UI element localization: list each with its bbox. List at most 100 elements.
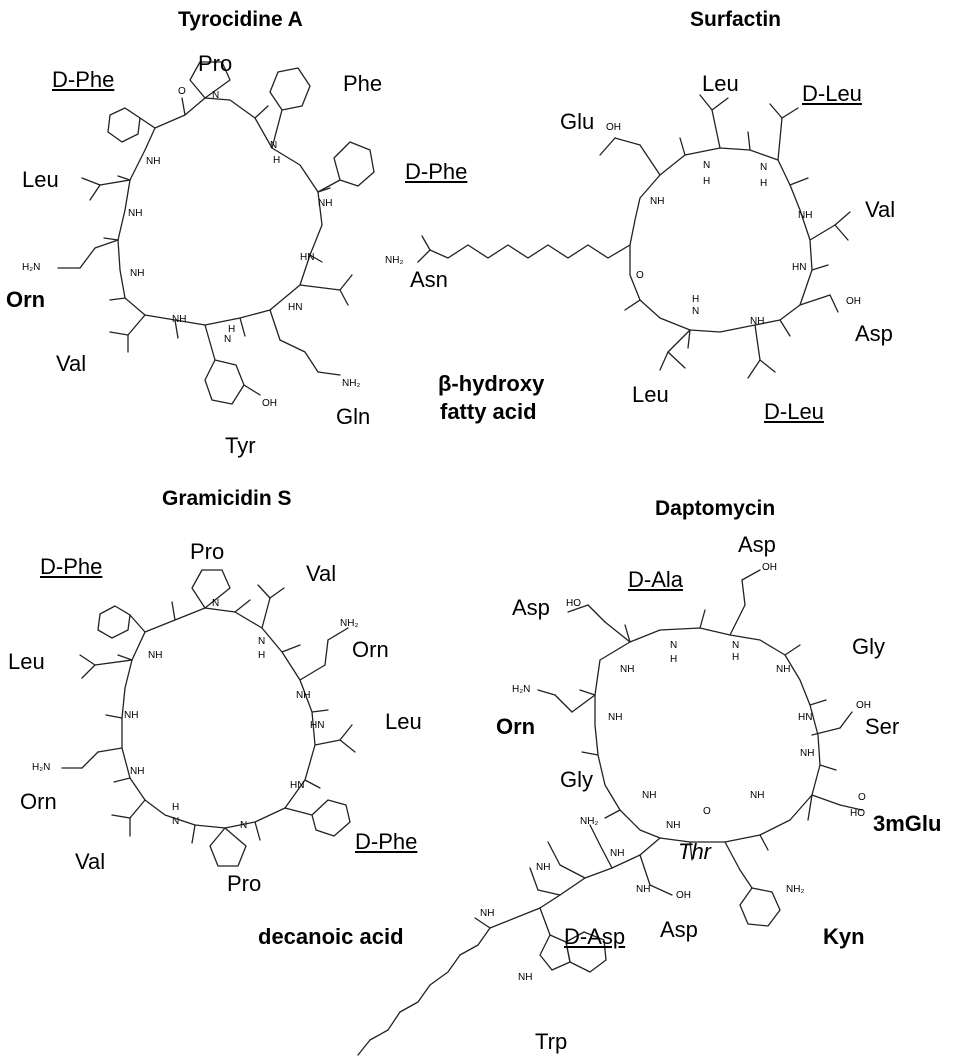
daptomycin-asp-label-1: Asp — [738, 532, 776, 557]
atom-label: OH — [606, 122, 621, 133]
gramicidin-d-phe-label-2: D-Phe — [355, 829, 418, 854]
atom-label: NH — [124, 710, 139, 721]
daptomycin-gly-label-1: Gly — [852, 634, 885, 659]
tyrocidine-ring — [57, 61, 375, 405]
gramicidin-ring — [61, 569, 356, 867]
tyrocidine-d-phe-label-2: D-Phe — [405, 159, 468, 184]
surfactin-glu-label: Glu — [560, 109, 595, 134]
atom-label: N — [224, 334, 232, 345]
daptomycin-d-asp-label: D-Asp — [564, 924, 626, 949]
surfactin-fatty-acid-label-line2: fatty acid — [440, 399, 537, 424]
tyrocidine-gln-label: Gln — [336, 404, 371, 429]
atom-label: H₂N — [32, 762, 51, 773]
atom-label: N — [212, 90, 220, 101]
atom-label: HN — [288, 302, 303, 313]
atom-label: NH — [536, 862, 551, 873]
tyrocidine-val-label: Val — [56, 351, 87, 376]
gramicidin-orn-label-2: Orn — [20, 789, 57, 814]
atom-label: H — [228, 324, 236, 335]
atom-label: NH — [296, 690, 311, 701]
atom-label: HO — [566, 598, 581, 609]
atom-label: NH₂ — [342, 378, 361, 389]
tyrocidine-a-title: Tyrocidine A — [178, 8, 303, 31]
surfactin-val-label: Val — [865, 197, 896, 222]
surfactin-asp-label: Asp — [855, 321, 893, 346]
atom-label: NH — [798, 210, 813, 221]
atom-label: NH — [130, 268, 145, 279]
gramicidin-leu-label-1: Leu — [8, 649, 45, 674]
atom-label: OH — [676, 890, 691, 901]
daptomycin-asp-label-3: Asp — [660, 917, 698, 942]
atom-label: H — [258, 650, 266, 661]
tyrocidine-orn-label: Orn — [6, 287, 46, 312]
surfactin-fatty-acid-label-line1: β-hydroxy — [438, 371, 545, 396]
atom-label: HN — [300, 252, 315, 263]
atom-label: H — [732, 652, 740, 663]
atom-label: NH — [750, 316, 765, 327]
daptomycin-ser-label: Ser — [865, 714, 900, 739]
atom-label: NH — [776, 664, 791, 675]
tyrocidine-tyr-label: Tyr — [225, 433, 256, 458]
daptomycin-kyn-label: Kyn — [823, 924, 865, 949]
atom-label: NH — [610, 848, 625, 859]
atom-label: H — [172, 802, 180, 813]
atom-label: NH₂ — [580, 816, 599, 827]
atom-label: HN — [798, 712, 813, 723]
atom-label: OH — [856, 700, 871, 711]
atom-label: NH — [666, 820, 681, 831]
atom-label: NH — [318, 198, 333, 209]
atom-label: N — [732, 640, 740, 651]
atom-label: NH — [642, 790, 657, 801]
atom-label: NH₂ — [786, 884, 805, 895]
atom-label: NH — [800, 748, 815, 759]
atom-label: H — [273, 155, 281, 166]
surfactin-title: Surfactin — [690, 8, 782, 31]
atom-label: NH₂ — [385, 255, 404, 266]
atom-label: HN — [290, 780, 305, 791]
atom-label: H — [703, 176, 711, 187]
gramicidin-d-phe-label-1: D-Phe — [40, 554, 103, 579]
atom-label: H — [670, 654, 678, 665]
atom-label: O — [636, 270, 644, 281]
atom-label: H₂N — [22, 262, 41, 273]
atom-label: N — [760, 162, 768, 173]
surfactin-ring — [417, 94, 851, 379]
atom-label: N — [172, 816, 180, 827]
atom-label: NH — [518, 972, 533, 983]
atom-label: NH — [608, 712, 623, 723]
atom-label: OH — [846, 296, 861, 307]
daptomycin-orn-label: Orn — [496, 714, 536, 739]
atom-label: O — [178, 86, 186, 97]
atom-label: OH — [262, 398, 277, 409]
daptomycin-asp-label-2: Asp — [512, 595, 550, 620]
atom-label: N — [258, 636, 266, 647]
atom-label: N — [670, 640, 678, 651]
daptomycin-3mglu-label: 3mGlu — [873, 811, 942, 836]
atom-label: H — [760, 178, 768, 189]
gramicidin-pro-label-1: Pro — [190, 539, 225, 564]
atom-label: N — [270, 140, 278, 151]
tyrocidine-phe-label: Phe — [343, 71, 383, 96]
atom-label: H₂N — [512, 684, 531, 695]
atom-label: NH — [636, 884, 651, 895]
atom-label: NH — [148, 650, 163, 661]
atom-label: NH — [620, 664, 635, 675]
daptomycin-trp-label: Trp — [535, 1029, 568, 1054]
atom-label: NH — [480, 908, 495, 919]
atom-label: N — [692, 306, 700, 317]
gramicidin-leu-label-2: Leu — [385, 709, 422, 734]
daptomycin-d-ala-label: D-Ala — [628, 567, 684, 592]
atom-label: NH₂ — [340, 618, 359, 629]
daptomycin-thr-label: Thr — [678, 839, 711, 864]
gramicidin-orn-label-1: Orn — [352, 637, 389, 662]
atom-label: NH — [128, 208, 143, 219]
gramicidin-s-title: Gramicidin S — [162, 487, 292, 510]
daptomycin-ring — [357, 569, 863, 1056]
tyrocidine-asn-label: Asn — [410, 267, 448, 292]
atom-label: N — [240, 820, 248, 831]
daptomycin-gly-label-2: Gly — [560, 767, 593, 792]
atom-label: HO — [850, 808, 865, 819]
surfactin-d-leu-label-2: D-Leu — [764, 399, 824, 424]
daptomycin-decanoic-acid-label: decanoic acid — [258, 924, 404, 949]
